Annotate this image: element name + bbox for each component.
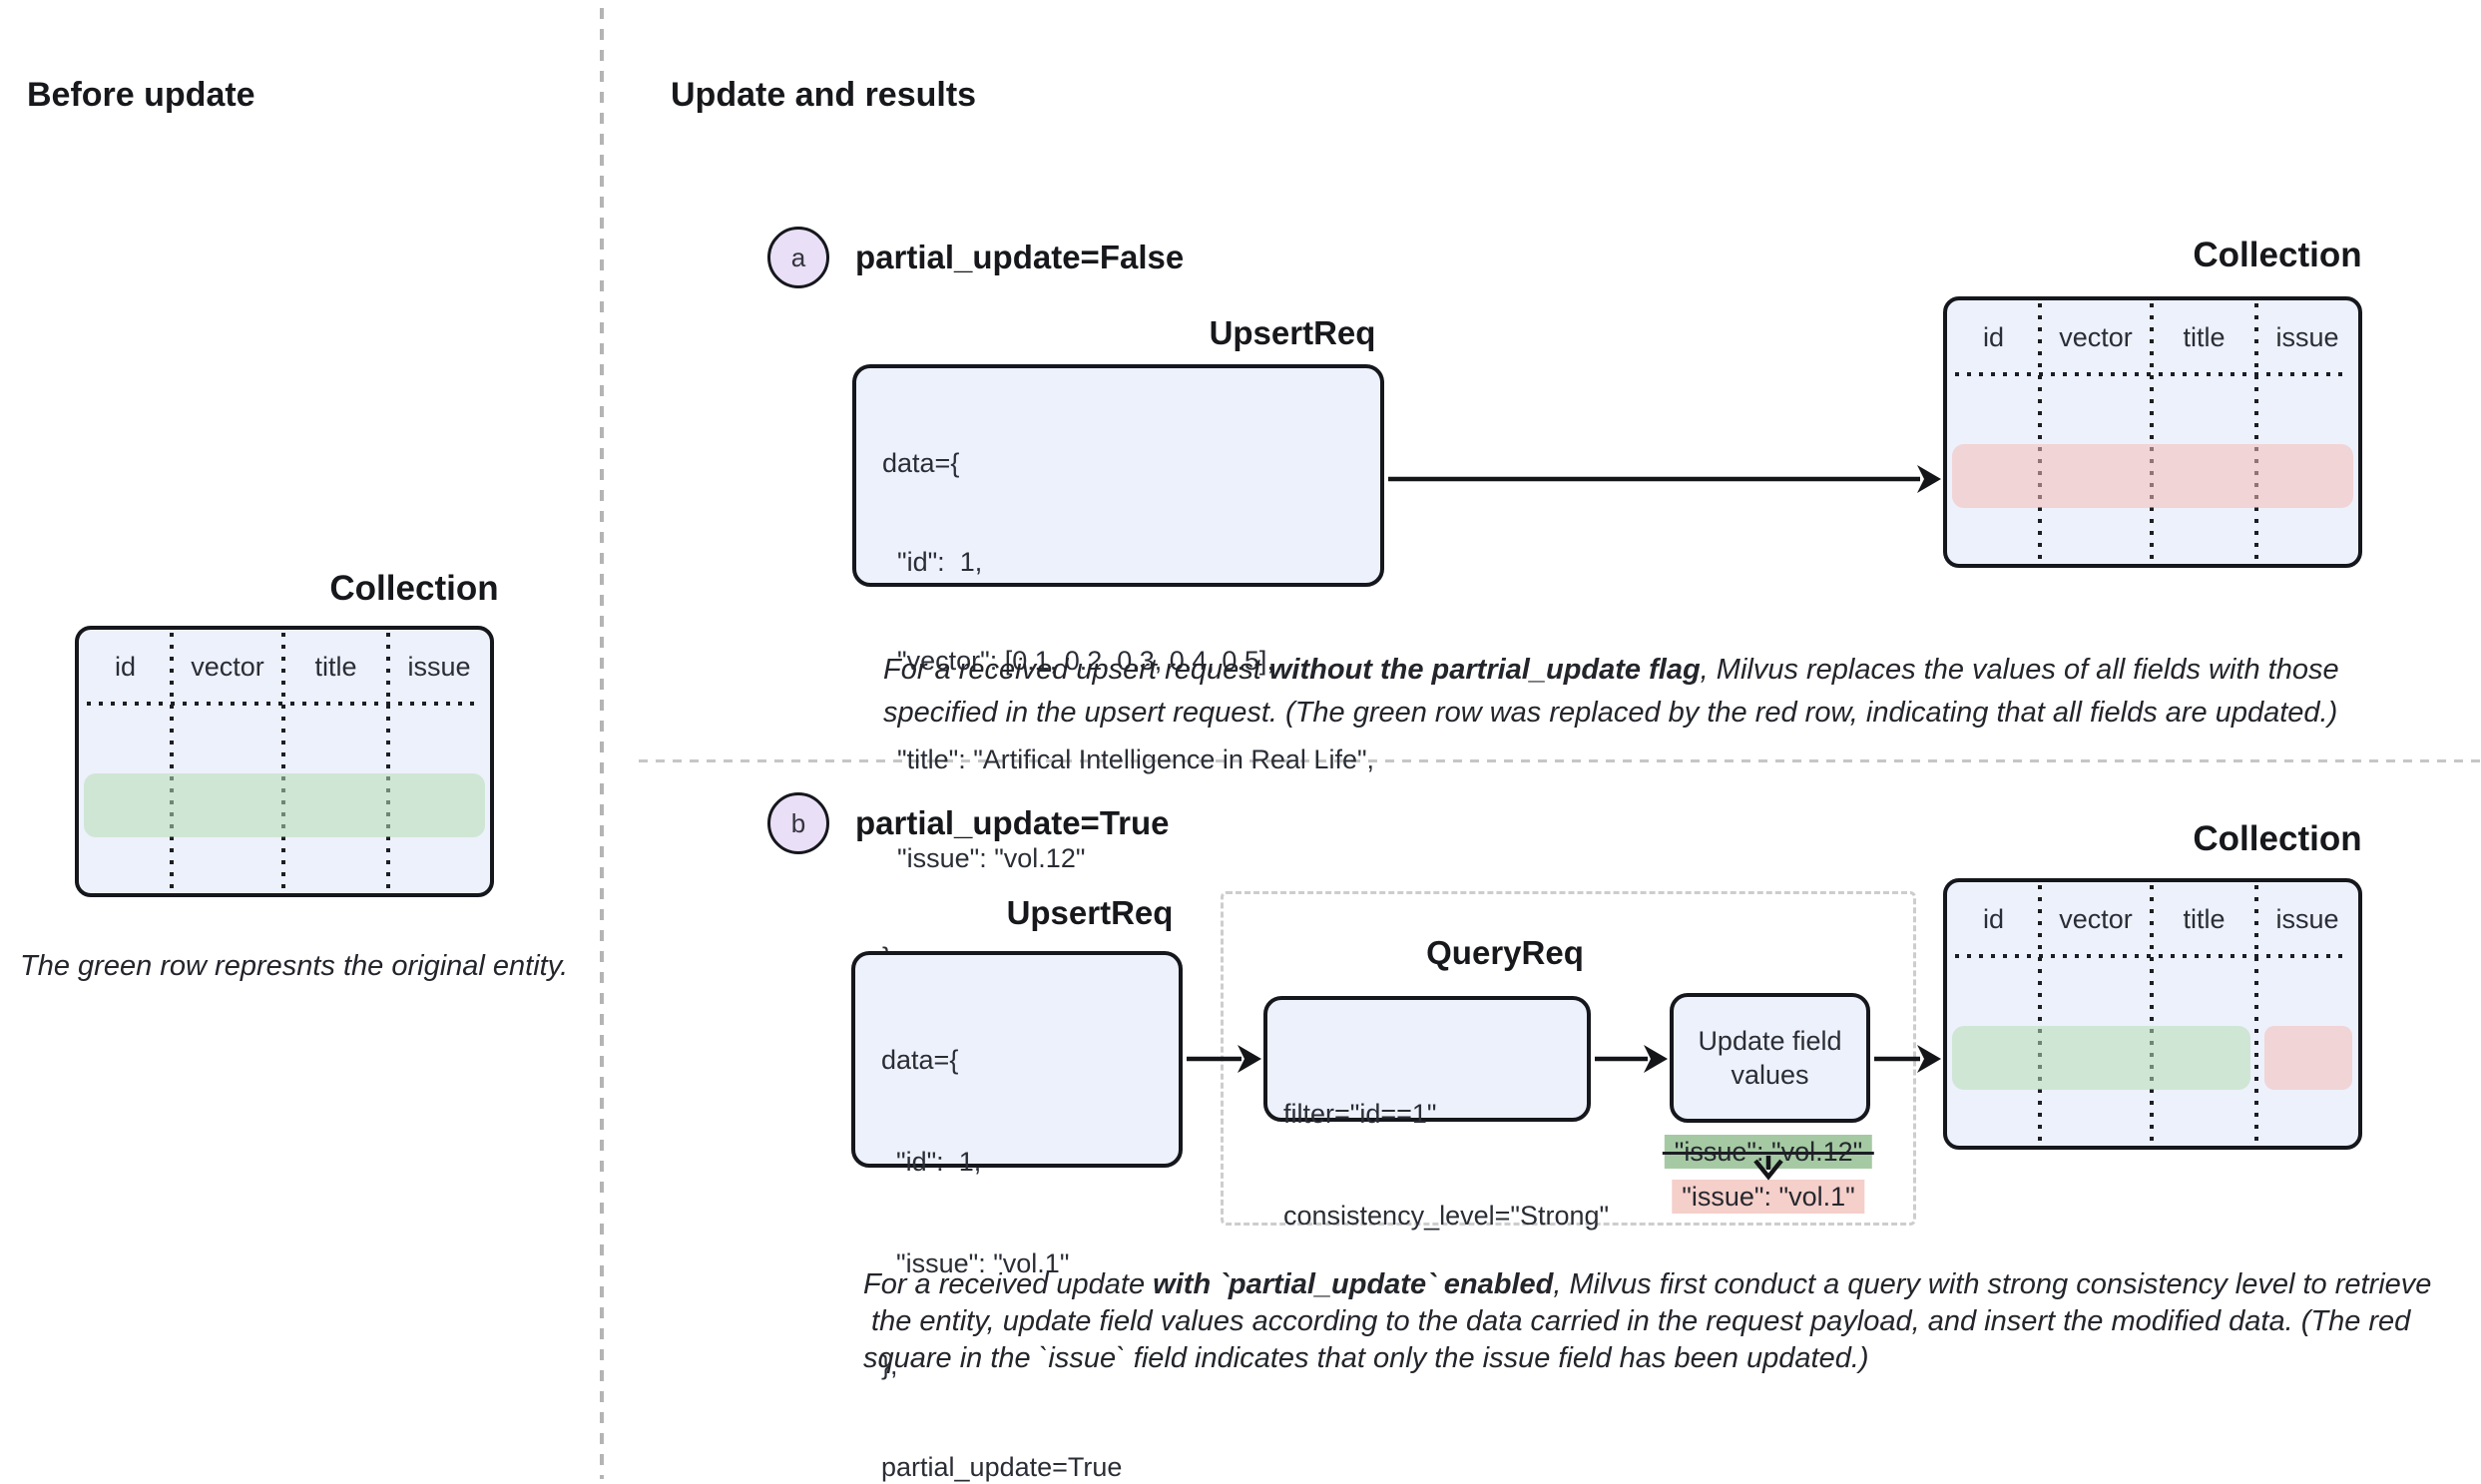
column-header-issue: issue <box>2275 904 2339 934</box>
column-header-id: id <box>1982 904 2004 934</box>
caption-line: specified in the upsert request. (The gr… <box>883 697 2338 729</box>
header-separator <box>1955 372 2350 376</box>
vertical-section-divider <box>600 8 604 1479</box>
new-field-value-chip: "issue": "vol.1" <box>1672 1180 1865 1214</box>
code-line: }, <box>881 1350 898 1380</box>
before-collection-label: Collection <box>329 569 499 608</box>
code-line: data={ <box>881 1045 959 1075</box>
case-b-flag-label: partial_update=True <box>855 804 1170 841</box>
case-b-badge: b <box>767 792 829 854</box>
column-header-issue: issue <box>407 652 471 682</box>
case-b-queryreq-title: QueryReq <box>1426 934 1584 971</box>
column-header-id: id <box>114 652 136 682</box>
column-header-vector: vector <box>191 652 264 682</box>
column-header-title: title <box>2183 904 2226 934</box>
update-results-title: Update and results <box>671 76 977 114</box>
case-a-upsertreq-box: data={ "id": 1, "vector": [0.1, 0.2, 0.3… <box>852 364 1384 972</box>
column-separator <box>2150 303 2154 561</box>
case-a-badge-letter: a <box>790 242 806 272</box>
case-a-upsertreq-title: UpsertReq <box>1209 314 1376 351</box>
column-separator <box>170 633 174 890</box>
caption-line: For a received upsert request without th… <box>883 654 2339 686</box>
column-header-vector: vector <box>2059 322 2133 352</box>
case-b-caption: For a received update with `partial_upda… <box>863 1266 2431 1377</box>
column-header-issue: issue <box>2275 322 2339 352</box>
code-line: "issue": "vol.12" <box>882 843 1086 873</box>
code-line: "issue": "vol.1" <box>881 1248 1070 1278</box>
code-line: "vector": [0.1, 0.2, 0.3, 0.4, 0.5], <box>882 646 1274 676</box>
arrowhead <box>1917 465 1941 493</box>
collection-table-case-a: id vector title issue <box>1943 296 2362 568</box>
column-separator <box>2038 303 2042 561</box>
caption-line: the entity, update field values accordin… <box>863 1305 2411 1337</box>
case-b-upsertreq-box: data={ "id": 1, "issue": "vol.1" }, part… <box>851 951 1183 1482</box>
horizontal-case-divider <box>639 759 2481 762</box>
caption-line: square in the `issue` field indicates th… <box>863 1342 1869 1374</box>
old-field-value-chip: "issue": "vol.12" <box>1662 1135 1875 1169</box>
header-separator <box>87 702 482 706</box>
code-line: consistency_level="Strong" <box>1283 1201 1610 1231</box>
column-separator <box>2254 303 2258 561</box>
column-header-vector: vector <box>2059 904 2133 934</box>
column-header-title: title <box>2183 322 2226 352</box>
column-separator <box>2038 885 2042 1143</box>
collection-table-before: id vector title issue <box>75 626 494 897</box>
case-a-badge: a <box>767 227 829 288</box>
header-separator <box>1955 954 2350 958</box>
arrowhead <box>1917 1045 1941 1073</box>
before-update-title: Before update <box>27 76 255 114</box>
updated-issue-red-cell <box>2264 1026 2352 1090</box>
column-header-id: id <box>1982 322 2004 352</box>
column-separator <box>2150 885 2154 1143</box>
case-b-upsertreq-title: UpsertReq <box>1006 894 1174 931</box>
before-caption: The green row represnts the original ent… <box>20 950 569 982</box>
original-entity-green-row <box>84 773 485 837</box>
code-line: "id": 1, <box>881 1147 982 1177</box>
column-separator <box>2254 885 2258 1143</box>
code-line: partial_update=True <box>881 1452 1123 1482</box>
kept-fields-green-row <box>1952 1026 2250 1090</box>
case-a-collection-label: Collection <box>2193 236 2362 274</box>
replaced-entity-red-row <box>1952 444 2353 508</box>
code-line: filter="id==1" <box>1283 1099 1437 1129</box>
caption-line: For a received update with `partial_upda… <box>863 1268 2432 1300</box>
case-a-caption: For a received upsert request without th… <box>883 649 2339 735</box>
case-b-queryreq-box: filter="id==1" consistency_level="Strong… <box>1263 996 1609 1231</box>
collection-table-case-b: id vector title issue <box>1943 878 2362 1150</box>
code-line: "id": 1, <box>882 547 983 577</box>
column-separator <box>281 633 285 890</box>
column-separator <box>386 633 390 890</box>
code-line: "title": "Artifical Intelligence in Real… <box>882 744 1375 774</box>
case-b-badge-letter: b <box>790 807 806 838</box>
case-a-flag-label: partial_update=False <box>855 239 1185 275</box>
case-b-collection-label: Collection <box>2193 819 2362 858</box>
column-header-title: title <box>314 652 357 682</box>
code-line: data={ <box>882 448 960 478</box>
